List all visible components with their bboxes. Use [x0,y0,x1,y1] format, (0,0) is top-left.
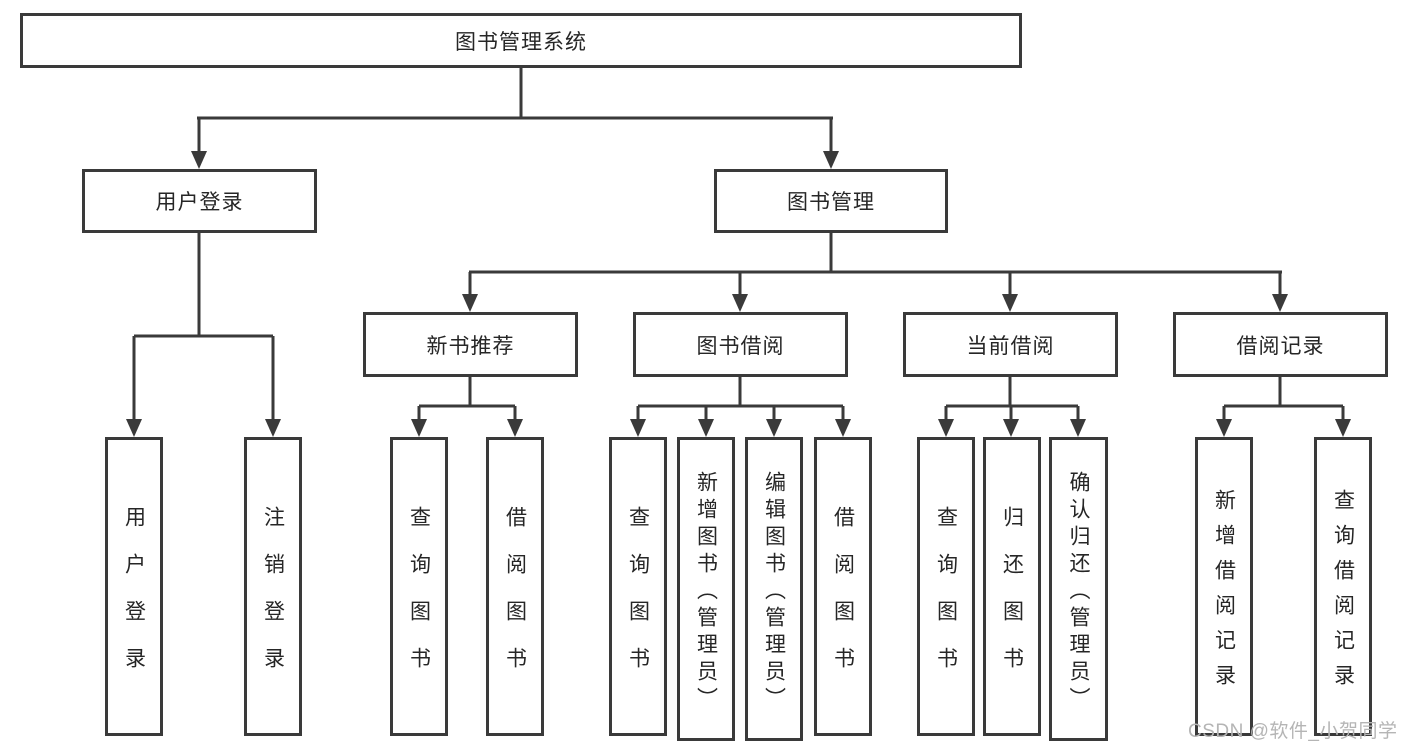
leaf-edit-books-admin-label: 编辑图书（管理员） [762,470,786,714]
leaf-borrow-books-label: 借阅图书 [503,505,527,694]
leaf-query-borrow-record-label: 查询借阅记录 [1331,488,1355,699]
arrow-down-icon [191,151,207,169]
watermark: CSDN @软件_小贺同学 [1188,721,1398,742]
arrow-down-icon [1216,419,1232,437]
leaf-query-books-label: 查询图书 [407,505,431,694]
leaf-query-books: 查询图书 [917,437,975,736]
node-book-management: 图书管理 [714,169,948,233]
arrow-down-icon [630,419,646,437]
arrow-down-icon [462,294,478,312]
arrow-down-icon [265,419,281,437]
leaf-logout: 注销登录 [244,437,302,736]
leaf-confirm-return-admin: 确认归还（管理员） [1049,437,1108,741]
leaf-query-books: 查询图书 [390,437,448,736]
arrow-down-icon [1335,419,1351,437]
leaf-borrow-books: 借阅图书 [486,437,544,736]
node-root: 图书管理系统 [20,13,1022,68]
arrow-down-icon [126,419,142,437]
leaf-user-login: 用户登录 [105,437,163,736]
node-current-borrow: 当前借阅 [903,312,1118,377]
node-user-login: 用户登录 [82,169,317,233]
leaf-logout-label: 注销登录 [261,505,285,694]
leaf-confirm-return-admin-label: 确认归还（管理员） [1067,470,1090,714]
node-new-book-recommend: 新书推荐 [363,312,578,377]
leaf-add-borrow-record: 新增借阅记录 [1195,437,1253,736]
leaf-add-books-admin: 新增图书（管理员） [677,437,735,741]
node-borrow-records: 借阅记录 [1173,312,1388,377]
leaf-query-borrow-record: 查询借阅记录 [1314,437,1372,736]
arrow-down-icon [698,419,714,437]
node-root-label: 图书管理系统 [455,30,587,54]
arrow-down-icon [1070,419,1086,437]
node-borrow-records-label: 借阅记录 [1236,334,1325,358]
leaf-query-books-label: 查询图书 [626,505,650,694]
node-book-management-label: 图书管理 [787,191,875,214]
leaf-query-books: 查询图书 [609,437,667,736]
arrow-down-icon [766,419,782,437]
leaf-add-borrow-record-label: 新增借阅记录 [1212,488,1236,699]
leaf-borrow-books: 借阅图书 [814,437,872,736]
leaf-edit-books-admin: 编辑图书（管理员） [745,437,803,741]
arrow-down-icon [507,419,523,437]
arrow-down-icon [835,419,851,437]
leaf-return-books-label: 归还图书 [1000,505,1024,694]
node-user-login-label: 用户登录 [155,191,244,214]
arrow-down-icon [1272,294,1288,312]
leaf-borrow-books-label: 借阅图书 [831,505,855,694]
arrow-down-icon [411,419,427,437]
leaf-return-books: 归还图书 [983,437,1041,736]
arrow-down-icon [938,419,954,437]
leaf-add-books-admin-label: 新增图书（管理员） [694,470,718,714]
arrow-down-icon [823,151,839,169]
arrow-down-icon [732,294,748,312]
arrow-down-icon [1002,294,1018,312]
node-current-borrow-label: 当前借阅 [966,334,1055,358]
node-new-book-recommend-label: 新书推荐 [426,334,515,358]
node-book-borrow: 图书借阅 [633,312,848,377]
leaf-query-books-label: 查询图书 [934,505,958,694]
leaf-user-login-label: 用户登录 [122,505,146,694]
node-book-borrow-label: 图书借阅 [696,334,785,358]
arrow-down-icon [1003,419,1019,437]
